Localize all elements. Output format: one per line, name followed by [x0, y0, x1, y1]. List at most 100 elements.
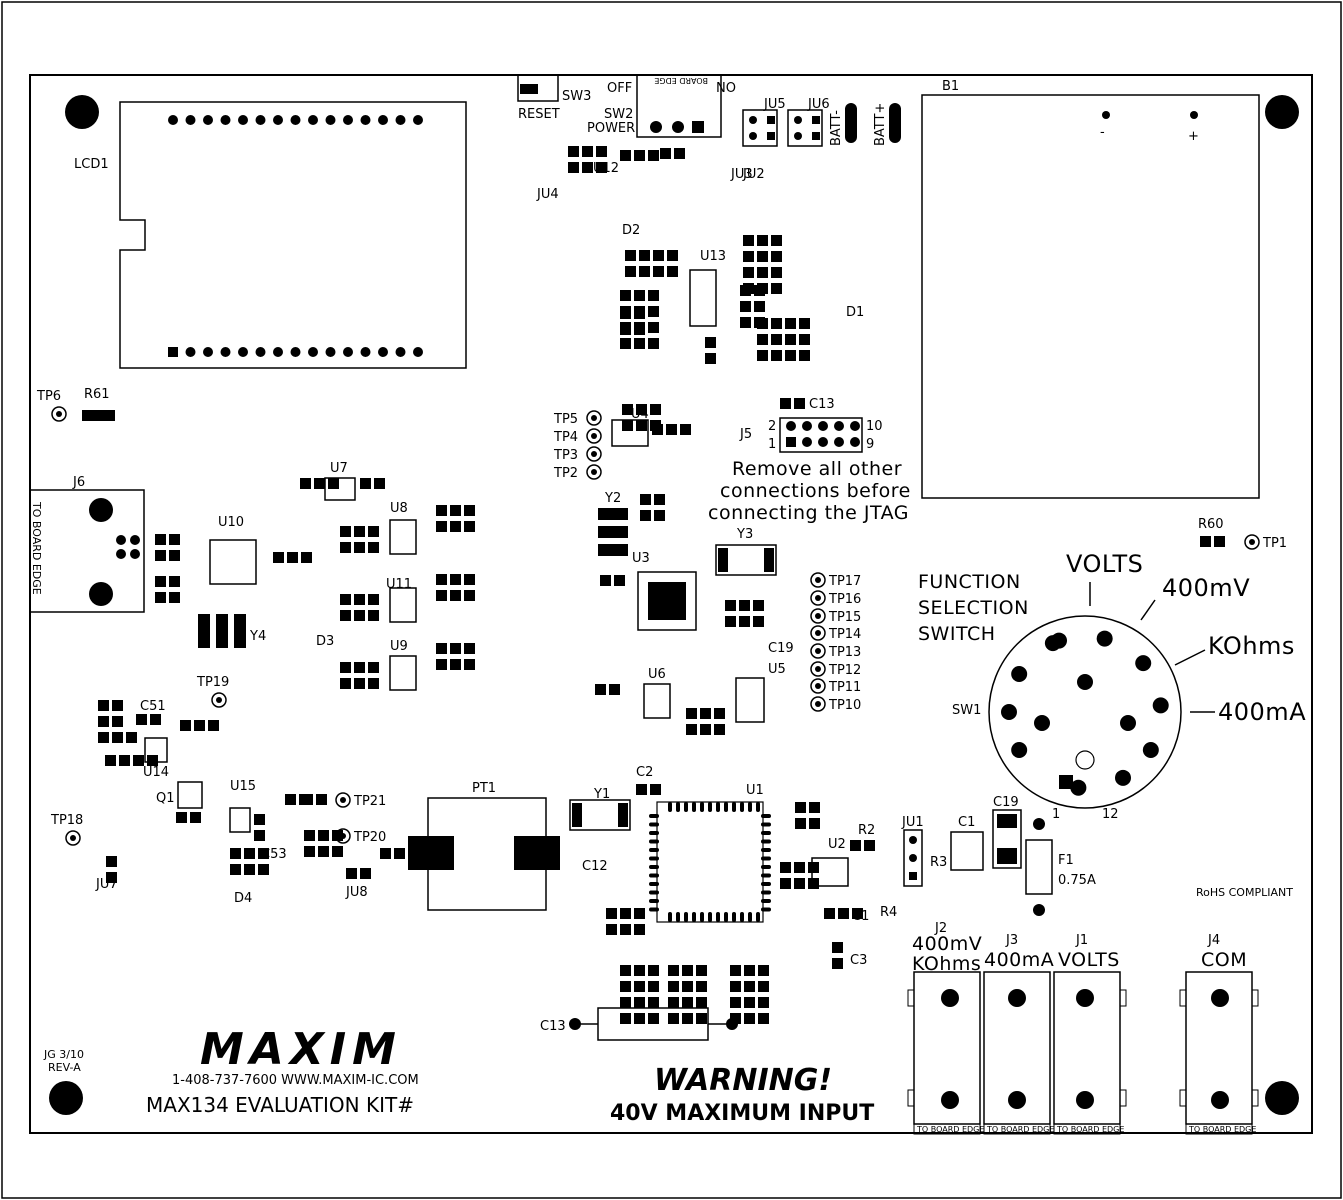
refdes-label: JU3: [730, 167, 753, 182]
refdes-label: JU6: [807, 97, 830, 112]
phone-web: 1-408-737-7600 WWW.MAXIM-IC.COM: [172, 1073, 419, 1088]
j1-label: J1: [1075, 933, 1088, 948]
pt1-label: PT1: [472, 781, 496, 796]
r5-resistor: C13: [540, 1007, 738, 1041]
off-label: OFF: [607, 81, 632, 96]
j5-jtag: J5 2 1 10 9: [739, 417, 883, 453]
refdes-label: U7: [330, 461, 348, 476]
testpoint-label: TP13: [828, 645, 861, 660]
testpoint-marker: [1244, 534, 1260, 550]
batt-minus: -: [1100, 125, 1105, 140]
testpoint-label: TP16: [828, 592, 861, 607]
testpoint-label: TP15: [828, 610, 861, 625]
refdes-label: D1: [846, 305, 864, 320]
j3-func: 400mA: [984, 949, 1054, 971]
testpoint-marker: [810, 572, 826, 588]
j5-pin1: 1: [768, 437, 776, 452]
jtag-note-1: Remove all other: [732, 458, 902, 480]
testpoint-label: TP12: [828, 663, 861, 678]
testpoint-label: TP3: [553, 448, 578, 463]
revision-code: REV-A: [48, 1061, 81, 1074]
warning-text: 40V MAXIMUM INPUT: [610, 1101, 874, 1126]
testpoint-label: TP5: [553, 412, 578, 427]
refdes-label: C12: [582, 859, 608, 874]
smd-footprints: [82, 146, 1225, 1024]
warning-title: WARNING!: [654, 1063, 832, 1098]
r1-part: C1: [950, 815, 984, 871]
testpoint-label: TP4: [553, 430, 578, 445]
jack-j1: TO BOARD EDGE J1 VOLTS: [1053, 933, 1127, 1135]
j2-func1: 400mV: [912, 933, 982, 955]
switch-pos-kohms: KOhms: [1208, 632, 1295, 660]
sw3-label: SW3: [562, 89, 591, 104]
jumpers-top: BATT- BATT+: [742, 103, 901, 147]
jtag-note-3: connecting the JTAG: [708, 502, 909, 524]
refdes-label: D4: [234, 891, 252, 906]
testpoint-marker: [810, 590, 826, 606]
testpoint-marker: [586, 446, 602, 462]
switch-pos-400ma: 400mA: [1218, 698, 1306, 726]
refdes-label: C51: [140, 699, 166, 714]
sw2-power: OFF ON BOARD EDGE SW2 POWER: [587, 74, 736, 138]
battery-b1: B1 - +: [921, 79, 1260, 499]
refdes-label: JU2: [742, 167, 765, 182]
refdes-label: Q1: [156, 791, 175, 806]
jtag-note-2: connections before: [720, 480, 911, 502]
refdes-label: U2: [828, 837, 846, 852]
j1-edge: TO BOARD EDGE: [1056, 1125, 1124, 1134]
rohs-label: RoHS COMPLIANT: [1196, 886, 1293, 899]
testpoint-label: TP1: [1262, 536, 1287, 551]
power-label: POWER: [587, 121, 635, 136]
refdes-label: U13: [700, 249, 726, 264]
refdes-label: JU5: [763, 97, 786, 112]
logo-text: MAXIM: [200, 1024, 402, 1075]
u1-ic: [649, 801, 771, 923]
refdes-label: U9: [390, 639, 408, 654]
refdes-label: U5: [768, 662, 786, 677]
testpoint-label: TP10: [828, 698, 861, 713]
refdes-label: U8: [390, 501, 408, 516]
r13-label: C19: [993, 795, 1019, 810]
refdes-label: D2: [622, 223, 640, 238]
testpoint-marker: [335, 828, 351, 844]
testpoint-label: TP14: [828, 627, 861, 642]
refdes-label: U3: [632, 551, 650, 566]
testpoint-marker: [65, 830, 81, 846]
j6-connector: J6 TO BOARD EDGE: [29, 475, 145, 613]
sw1-label: SW1: [952, 703, 981, 718]
refdes-label: R3: [930, 855, 947, 870]
sw2-label: SW2: [604, 107, 633, 122]
refdes-label: D3: [316, 634, 334, 649]
testpoint-label: TP17: [828, 574, 861, 589]
testpoint-label: TP19: [196, 675, 229, 690]
j3-edge: TO BOARD EDGE: [986, 1125, 1054, 1134]
y3-crystal: [715, 544, 777, 576]
maxim-logo: MAXIM: [200, 1024, 402, 1075]
revision-date: JG 3/10: [43, 1048, 84, 1061]
j2-edge: TO BOARD EDGE: [916, 1125, 984, 1134]
sw1-pin1: 1: [1052, 807, 1060, 822]
jack-j4: TO BOARD EDGE J4 COM: [1179, 933, 1259, 1135]
refdes-label: Y3: [736, 527, 753, 542]
testpoint-marker: [810, 661, 826, 677]
j4-label: J4: [1207, 933, 1220, 948]
testpoint-marker: [586, 464, 602, 480]
refdes-label: U11: [386, 577, 412, 592]
refdes-label: C1: [852, 909, 869, 924]
j5-pin9: 9: [866, 437, 874, 452]
reference-designators: U1U2U3U4U5U6U7U8U9U10U11U12U13U14U15Y1Y2…: [84, 97, 1224, 968]
refdes-label: U10: [218, 515, 244, 530]
batt-plus: +: [1188, 129, 1199, 144]
j3-label: J3: [1005, 933, 1018, 948]
testpoint-marker: [810, 643, 826, 659]
r13-part: C19: [992, 795, 1022, 869]
switch-title-1: FUNCTION: [918, 571, 1021, 593]
r1-label: C1: [958, 815, 975, 830]
switch-pos-400mv: 400mV: [1162, 574, 1250, 602]
refdes-label: R4: [880, 905, 897, 920]
testpoint-marker: [586, 410, 602, 426]
y2-crystal: [598, 508, 628, 556]
lcd1: LCD1: [74, 101, 467, 369]
